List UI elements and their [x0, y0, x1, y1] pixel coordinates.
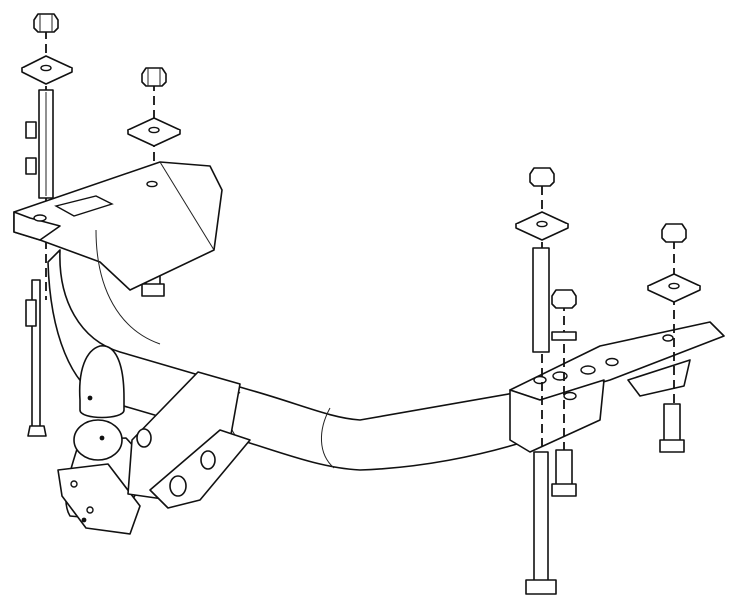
center-lug — [127, 371, 251, 509]
bolt — [533, 451, 549, 585]
lug-nut — [169, 475, 187, 497]
bolt — [555, 449, 573, 489]
ball-collar — [73, 419, 123, 461]
right-front-fastener-stack — [515, 167, 569, 595]
nut — [141, 67, 167, 87]
right-middle-fastener-stack — [551, 289, 577, 497]
nut — [551, 289, 577, 309]
spacer-tube — [532, 247, 550, 353]
tow-ball-assembly — [57, 345, 147, 535]
nut — [661, 223, 687, 243]
nut — [529, 167, 555, 187]
lug-bolt — [136, 428, 152, 448]
left-front-fastener-stack — [21, 13, 73, 437]
tow-ball — [78, 345, 125, 419]
bolt — [663, 403, 681, 445]
lug-nut — [200, 450, 216, 470]
hitch-plate — [57, 463, 141, 535]
right-rear-fastener-stack — [647, 223, 701, 453]
nut — [33, 13, 59, 33]
left-mounting-bracket — [13, 161, 223, 291]
